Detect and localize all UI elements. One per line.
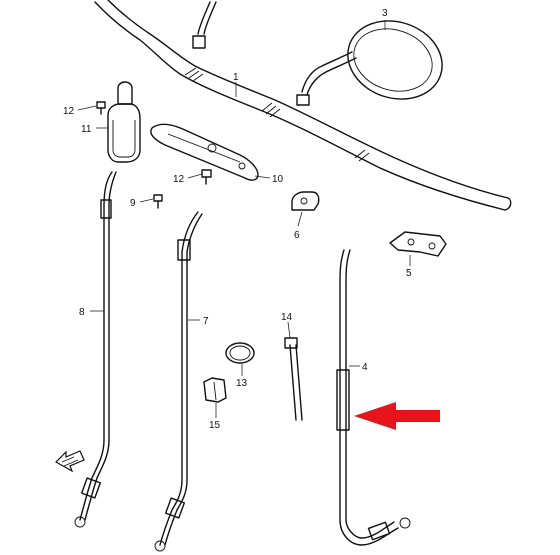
- bracket-5: [389, 231, 447, 257]
- callout-13: 13: [236, 378, 248, 389]
- cable-tie-14: [284, 337, 303, 421]
- callout-6: 6: [294, 230, 300, 241]
- clamp-6: [291, 191, 320, 211]
- bracket-10: [150, 123, 259, 181]
- callout-11: 11: [81, 124, 92, 135]
- screw-12-mid: [201, 169, 212, 185]
- leader-lines: [77, 20, 411, 418]
- handlebar: [94, 0, 512, 211]
- callout-10: 10: [272, 174, 284, 185]
- red-pointer-arrow-icon: [354, 402, 440, 430]
- callout-14: 14: [281, 312, 293, 323]
- callout-3: 3: [382, 8, 388, 19]
- mirror-right: [296, 20, 443, 106]
- cable-7: [154, 211, 203, 552]
- callout-4: 4: [362, 362, 368, 373]
- callout-1: 1: [233, 72, 239, 83]
- red-arrow-shape: [354, 402, 440, 430]
- callout-labels: 1 3 4 5 6 7 8 9 10 11 12 12 13 14 15: [63, 8, 412, 431]
- screw-12-top: [96, 101, 106, 115]
- callout-7: 7: [203, 316, 209, 327]
- front-direction-arrow-icon: [55, 450, 85, 473]
- callout-9: 9: [130, 198, 136, 209]
- bolt-9: [153, 194, 163, 209]
- mirror-left-stem: [192, 1, 217, 49]
- cable-8: [74, 171, 117, 528]
- o-ring-13: [225, 342, 255, 364]
- clip-15: [203, 377, 227, 403]
- callout-12-mid: 12: [173, 174, 185, 185]
- callout-8: 8: [79, 307, 85, 318]
- callout-15: 15: [209, 420, 221, 431]
- reservoir-cover: [107, 81, 141, 163]
- callout-5: 5: [406, 268, 412, 279]
- callout-12-top: 12: [63, 106, 75, 117]
- cable-4: [336, 249, 411, 546]
